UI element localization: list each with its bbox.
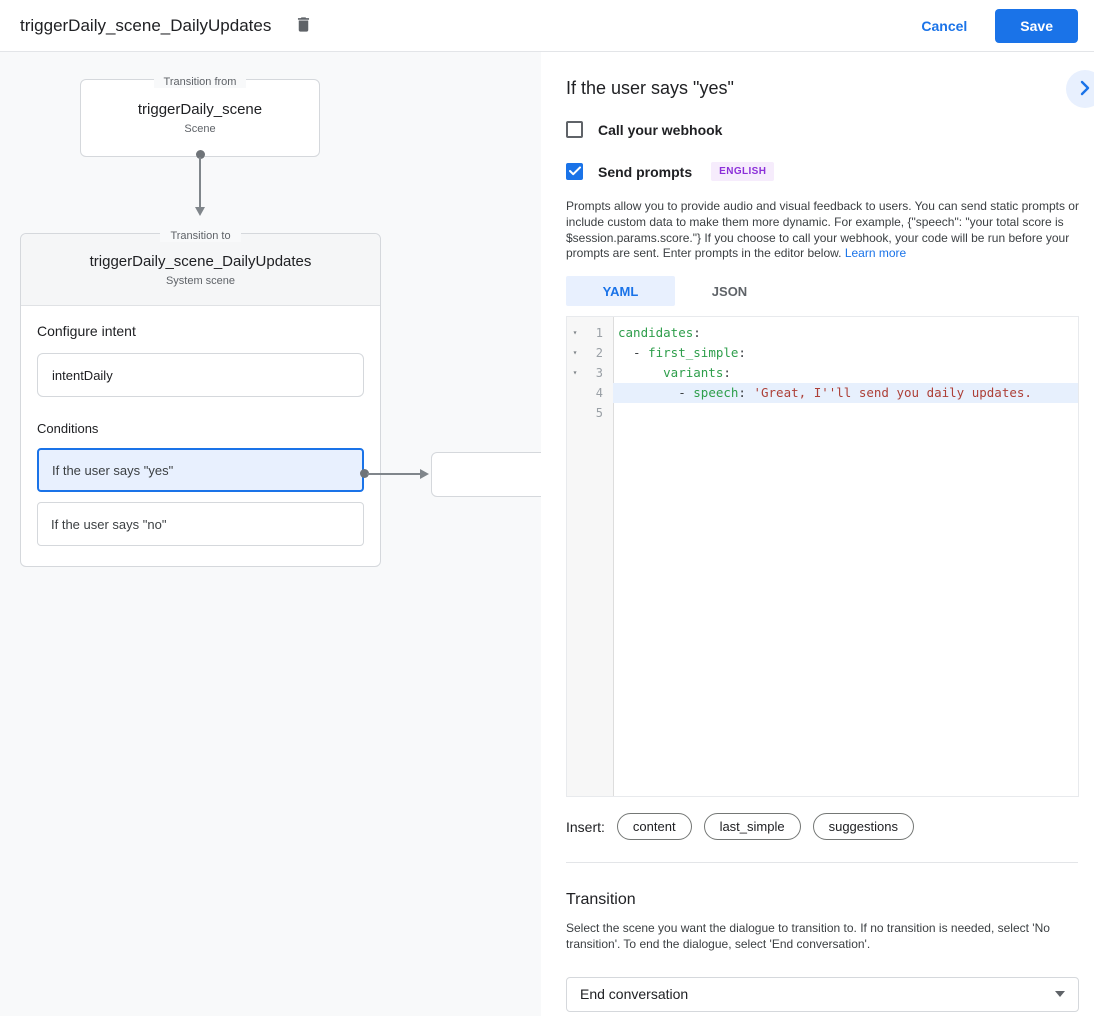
to-scene-header[interactable]: triggerDaily_scene_DailyUpdates System s…	[21, 234, 380, 306]
collapse-panel-button[interactable]	[1066, 70, 1094, 108]
chevron-right-icon	[1079, 80, 1091, 99]
insert-label: Insert:	[566, 818, 605, 835]
transition-target-node[interactable]	[431, 452, 541, 497]
tab-yaml[interactable]: YAML	[566, 276, 675, 307]
trash-icon	[294, 15, 313, 37]
line-gutter: 4	[567, 383, 613, 403]
from-scene-name: triggerDaily_scene	[137, 101, 263, 118]
code-line[interactable]: 4 - speech: 'Great, I''ll send you daily…	[567, 383, 1078, 404]
conditions-label: Conditions	[37, 421, 99, 436]
to-scene-type: System scene	[165, 274, 236, 287]
insert-row: Insert: content last_simple suggestions	[566, 813, 1078, 841]
prompts-description: Prompts allow you to provide audio and v…	[566, 199, 1079, 261]
line-number: 4	[595, 386, 603, 401]
panel-title: If the user says "yes"	[566, 78, 734, 98]
fold-arrow-icon[interactable]: ▾	[572, 328, 578, 338]
line-number: 5	[595, 406, 603, 421]
checkmark-icon	[568, 163, 581, 181]
send-prompts-label: Send prompts	[598, 163, 693, 180]
transition-select-value: End conversation	[580, 986, 689, 1003]
line-number: 2	[595, 346, 603, 361]
scene-diagram-canvas: Transition from triggerDaily_scene Scene…	[0, 52, 541, 1016]
arrowhead-down-icon	[195, 207, 205, 216]
line-gutter: ▾2	[567, 343, 613, 363]
transition-from-node[interactable]: Transition from triggerDaily_scene Scene	[80, 76, 320, 157]
code-text[interactable]: candidates:	[618, 325, 701, 341]
transition-title: Transition	[566, 891, 636, 909]
connector-dot	[196, 150, 205, 159]
insert-chip-content[interactable]: content	[616, 813, 692, 841]
code-text[interactable]	[613, 403, 1078, 423]
send-prompts-checkbox[interactable]	[566, 163, 583, 180]
line-gutter: 5	[567, 403, 613, 423]
from-scene-type: Scene	[184, 123, 216, 135]
dropdown-caret-icon	[1055, 991, 1065, 998]
section-divider	[566, 862, 1078, 864]
page-title: triggerDaily_scene_DailyUpdates	[20, 15, 272, 35]
condition-yes[interactable]: If the user says "yes"	[37, 448, 364, 492]
arrowhead-right-icon	[420, 469, 429, 479]
connector-dot	[360, 469, 369, 478]
line-gutter: ▾1	[567, 323, 613, 343]
connector-line-vertical	[199, 157, 201, 208]
intent-field[interactable]: intentDaily	[37, 353, 364, 397]
fold-arrow-icon[interactable]: ▾	[572, 348, 578, 358]
code-line[interactable]: ▾3 variants:	[567, 363, 1078, 383]
webhook-label: Call your webhook	[598, 121, 723, 138]
code-line[interactable]: 5	[567, 403, 1078, 423]
call-webhook-row[interactable]: Call your webhook	[566, 121, 1078, 138]
condition-no[interactable]: If the user says "no"	[37, 502, 364, 546]
learn-more-link[interactable]: Learn more	[844, 246, 907, 261]
delete-scene-button[interactable]	[289, 12, 317, 40]
transition-to-node: Transition to triggerDaily_scene_DailyUp…	[20, 230, 381, 567]
insert-chip-last-simple[interactable]: last_simple	[703, 813, 801, 841]
line-gutter: ▾3	[567, 363, 613, 383]
transition-select[interactable]: End conversation	[566, 976, 1079, 1012]
transition-from-legend: Transition from	[81, 72, 319, 90]
tab-json[interactable]: JSON	[711, 283, 748, 299]
configure-intent-label: Configure intent	[37, 323, 136, 339]
code-line[interactable]: ▾2 - first_simple:	[567, 343, 1078, 363]
code-text[interactable]: - first_simple:	[618, 345, 746, 361]
editor-format-tabs: YAML JSON	[566, 276, 1078, 307]
webhook-checkbox[interactable]	[566, 121, 583, 138]
cancel-button[interactable]: Cancel	[903, 10, 985, 42]
line-number: 3	[595, 366, 603, 381]
code-text[interactable]: variants:	[663, 365, 731, 381]
fold-arrow-icon[interactable]: ▾	[572, 368, 578, 378]
send-prompts-row[interactable]: Send prompts ENGLISH	[566, 162, 1078, 181]
connector-line-horizontal	[367, 473, 420, 475]
transition-section: Transition Select the scene you want the…	[541, 863, 1094, 1012]
top-bar: triggerDaily_scene_DailyUpdates Cancel S…	[0, 0, 1094, 52]
line-number: 1	[595, 326, 603, 341]
condition-editor-panel: If the user says "yes" Call your webhook	[541, 52, 1094, 1016]
insert-chip-suggestions[interactable]: suggestions	[812, 813, 914, 841]
language-badge: ENGLISH	[711, 162, 775, 181]
to-scene-name: triggerDaily_scene_DailyUpdates	[89, 252, 312, 270]
transition-description: Select the scene you want the dialogue t…	[566, 921, 1050, 951]
code-text[interactable]: - speech: 'Great, I''ll send you daily u…	[613, 383, 1078, 404]
save-button[interactable]: Save	[995, 8, 1078, 43]
